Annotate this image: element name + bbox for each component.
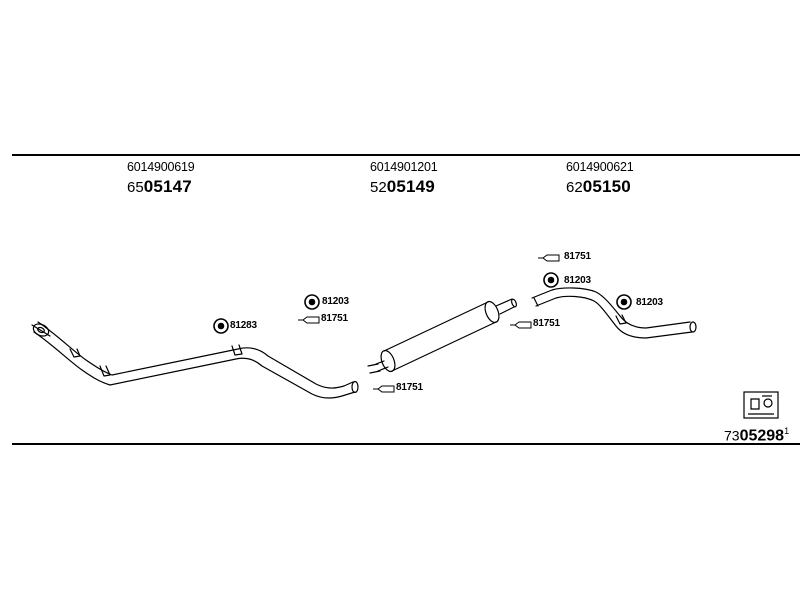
- clamp-icon: [373, 385, 395, 393]
- catalog-reference: 73052981: [724, 427, 789, 444]
- front-pipe-brackets: [69, 344, 243, 377]
- callout-clamp-silencer-inlet: 81751: [396, 382, 423, 393]
- callout-mount-rear-left: 81203: [564, 275, 591, 286]
- catalog-info-icon: [743, 391, 779, 419]
- middle-silencer: [367, 298, 517, 374]
- part-block-front-pipe: 6014900619 6505147: [127, 161, 195, 196]
- rubber-mount-icon: [213, 318, 229, 334]
- clamp-icons: [298, 254, 560, 393]
- oem-number: 6014901201: [370, 160, 438, 174]
- catalog-main: 05298: [739, 427, 785, 445]
- rubber-mount-icon: [616, 294, 632, 310]
- clamp-icon: [298, 316, 320, 324]
- part-block-rear-pipe: 6014900621 6205150: [566, 161, 634, 196]
- front-pipe: [33, 321, 359, 399]
- rubber-mount-icon: [304, 294, 320, 310]
- clamp-icon: [510, 321, 532, 329]
- reference-prefix: 52: [370, 178, 387, 196]
- reference-main: 05147: [143, 176, 192, 196]
- clamp-icon: [538, 254, 560, 262]
- part-block-middle-silencer: 6014901201 5205149: [370, 161, 438, 196]
- reference-prefix: 62: [566, 178, 583, 196]
- oem-number: 6014900621: [566, 160, 634, 174]
- callout-rubber-front: 81283: [230, 320, 257, 331]
- reference-main: 05150: [582, 176, 631, 196]
- callout-mount-front: 81203: [322, 296, 349, 307]
- oem-number: 6014900619: [127, 160, 195, 174]
- top-rule: [12, 154, 800, 156]
- reference-number: 5205149: [370, 178, 438, 196]
- rear-pipe: [531, 287, 697, 339]
- catalog-superscript: 1: [784, 426, 790, 436]
- catalog-prefix: 73: [724, 427, 740, 444]
- callout-clamp-silencer-outlet: 81751: [533, 318, 560, 329]
- callout-mount-rear-right: 81203: [636, 297, 663, 308]
- reference-main: 05149: [386, 176, 435, 196]
- front-flange: [31, 323, 51, 337]
- bottom-rule: [12, 443, 800, 445]
- reference-number: 6505147: [127, 178, 195, 196]
- reference-prefix: 65: [127, 178, 144, 196]
- reference-number: 6205150: [566, 178, 634, 196]
- callout-clamp-front: 81751: [321, 313, 348, 324]
- rubber-mount-icons: [213, 272, 632, 334]
- rubber-mount-icon: [543, 272, 559, 288]
- callout-clamp-rear-top: 81751: [564, 251, 591, 262]
